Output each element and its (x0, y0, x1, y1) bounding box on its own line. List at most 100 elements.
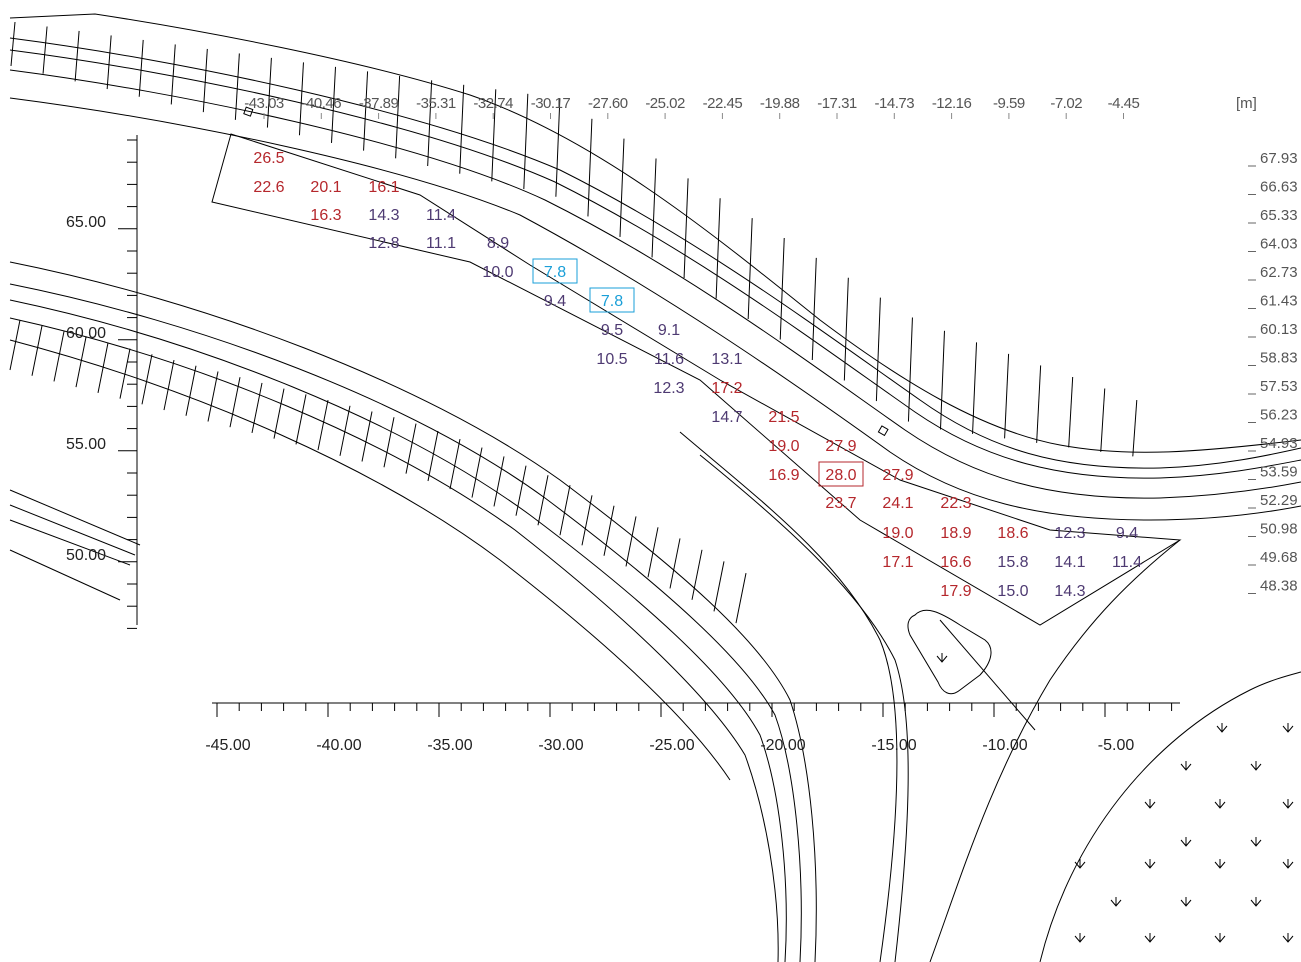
reading-value: 16.1 (368, 179, 399, 196)
top-scale-label: -40.46 (302, 95, 342, 112)
reading-value: 18.9 (940, 525, 971, 542)
reading-value: 16.6 (940, 554, 971, 571)
hatch-line (119, 348, 131, 399)
hatch-line (331, 66, 337, 143)
hatch-line (493, 456, 505, 507)
x-axis: -45.00-40.00-35.00-30.00-25.00-20.00-15.… (205, 702, 1180, 754)
hatch-line (907, 317, 913, 422)
vegetation-arrow-icon (1282, 799, 1294, 809)
hatch-line (619, 138, 625, 237)
hatch-line (581, 495, 593, 546)
reading-value: 18.6 (997, 525, 1028, 542)
hatch-line (587, 118, 593, 217)
hatch-line (449, 438, 461, 490)
roundabout-circle (1039, 671, 1301, 962)
hatch-line (779, 238, 785, 340)
right-scale-label: 54.93 (1260, 435, 1298, 452)
reading-value: 19.0 (882, 525, 913, 542)
vegetation-arrow-icon (1074, 933, 1086, 943)
reading-value: 14.7 (711, 409, 742, 426)
hatch-line (1132, 400, 1138, 457)
hatch-line (515, 465, 527, 516)
reading-value: 16.9 (768, 467, 799, 484)
lower-embankment-hatching (9, 319, 747, 624)
hatch-line (229, 377, 241, 428)
reading-value: 9.1 (658, 322, 680, 339)
reading-value: 11.4 (426, 207, 456, 224)
y-axis-label-2: 60.00 (66, 325, 106, 342)
reading-value: 19.0 (768, 438, 799, 455)
reading-highlight-box (532, 258, 578, 284)
reading-value: 22.3 (940, 495, 971, 512)
reading-value: 17.9 (940, 583, 971, 600)
hatch-line (427, 430, 439, 482)
hatch-line (735, 573, 747, 624)
vegetation-arrow-icon (1180, 837, 1192, 847)
reading-value: 26.5 (253, 150, 284, 167)
hatch-line (74, 30, 80, 82)
top-scale-label: -32.74 (473, 95, 513, 112)
top-scale-label: -22.45 (703, 95, 743, 112)
hatch-line (1036, 365, 1042, 443)
lower-embankment-line (9, 339, 731, 781)
y-axis: 65.00 60.00 55.00 50.00 (66, 135, 138, 629)
y-axis-label-3: 55.00 (66, 436, 106, 453)
hatch-line (1004, 353, 1010, 439)
hatch-line (141, 354, 153, 405)
hatch-line (75, 337, 87, 388)
x-axis-label: -30.00 (538, 737, 583, 754)
marker-square-1 (243, 106, 254, 117)
vegetation-arrow-icon (1250, 897, 1262, 907)
reading-value: 8.9 (487, 235, 509, 252)
x-axis-label: -20.00 (760, 737, 805, 754)
reading-highlight-box (818, 461, 864, 487)
x-axis-label: -10.00 (982, 737, 1027, 754)
reading-value: 27.9 (882, 467, 913, 484)
hatch-line (669, 538, 681, 589)
top-scale-label: -7.02 (1050, 95, 1082, 112)
reading-value: 28.0 (825, 467, 856, 484)
vegetation-arrow-icon (1110, 897, 1122, 907)
reading-value: 14.3 (368, 207, 399, 224)
hatch-line (523, 93, 529, 190)
right-scale-label: 49.68 (1260, 549, 1298, 566)
hatch-line (491, 89, 497, 182)
reading-value: 10.5 (596, 351, 627, 368)
hatch-line (339, 405, 351, 456)
right-scale-label: 53.59 (1260, 464, 1298, 481)
reading-value: 22.6 (253, 179, 284, 196)
vegetation-arrow-icon (1214, 859, 1226, 869)
hatch-line (106, 35, 112, 90)
vegetation-arrow-icon (1282, 859, 1294, 869)
reading-value: 14.1 (1054, 554, 1085, 571)
hatch-line (972, 342, 978, 434)
hatch-line (939, 330, 945, 430)
reading-value: 7.8 (601, 293, 623, 310)
right-scale-label: 50.98 (1260, 521, 1298, 538)
hatch-line (31, 325, 43, 376)
reading-highlight-box (589, 287, 635, 313)
vegetation-arrow-icon (1144, 859, 1156, 869)
hatch-line (1100, 388, 1106, 452)
hatch-line (97, 342, 109, 393)
y-axis-label-1: 65.00 (66, 214, 106, 231)
hatch-line (625, 516, 637, 567)
x-axis-label: -45.00 (205, 737, 250, 754)
hatch-line (427, 80, 433, 167)
hatch-line (361, 411, 373, 462)
right-scale-label: 60.13 (1260, 321, 1298, 338)
reading-value: 9.4 (1116, 525, 1138, 542)
lower-road-edge-1 (9, 261, 817, 962)
top-scale-label: -14.73 (875, 95, 915, 112)
x-axis-label: -25.00 (649, 737, 694, 754)
hatch-line (471, 447, 483, 498)
hatch-line (555, 98, 561, 197)
right-scale-label: 61.43 (1260, 293, 1298, 310)
hatch-line (138, 39, 144, 97)
hatch-line (383, 417, 395, 468)
vegetation-arrow-icon (1144, 933, 1156, 943)
hatch-line (651, 158, 657, 258)
lower-road-edge-3 (9, 299, 787, 962)
